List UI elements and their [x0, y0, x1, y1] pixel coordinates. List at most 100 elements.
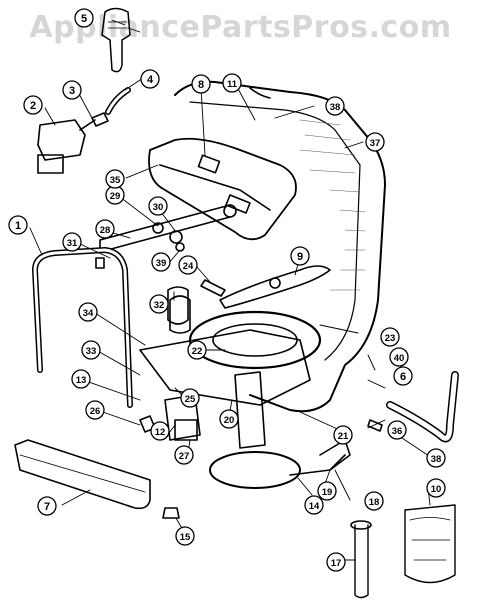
rail-end [223, 204, 237, 218]
callout-label: 6 [400, 371, 406, 383]
fitting-3 [91, 112, 109, 127]
callout-c8: 8 [191, 74, 211, 94]
callout-label: 13 [76, 375, 87, 386]
grommet-15 [162, 507, 180, 519]
callout-label: 26 [90, 406, 101, 417]
tub-texture [299, 119, 366, 291]
callout-circle [380, 327, 400, 347]
callout-circle [78, 302, 98, 322]
callout-c28: 28 [95, 219, 115, 239]
callout-c39: 39 [151, 252, 171, 272]
callout-circle [304, 495, 324, 515]
thermostat-24 [200, 279, 226, 297]
callout-c3: 3 [62, 80, 82, 100]
drain-trap [404, 504, 456, 584]
callout-c14: 14 [304, 495, 324, 515]
callout-label: 33 [86, 346, 97, 357]
callout-c37: 37 [365, 132, 385, 152]
callout-label: 18 [369, 497, 380, 508]
callout-c31: 31 [62, 232, 82, 252]
callout-circle [426, 478, 446, 498]
upper-bracket [148, 137, 297, 241]
callout-label: 15 [180, 532, 191, 543]
callout-label: 8 [198, 79, 204, 91]
callout-circle [150, 421, 170, 441]
callout-circle [364, 491, 384, 511]
callout-label: 25 [185, 394, 196, 405]
callout-label: 40 [394, 353, 405, 364]
callout-circle [23, 95, 43, 115]
callout-circle [62, 80, 82, 100]
callout-label: 37 [370, 138, 381, 149]
callout-c13: 13 [71, 369, 91, 389]
callout-label: 28 [100, 225, 111, 236]
water-valve [37, 119, 86, 161]
callout-c25: 25 [180, 388, 200, 408]
float-switch [169, 295, 191, 334]
callout-c30: 30 [148, 196, 168, 216]
callout-circle [187, 340, 207, 360]
callout-c2: 2 [23, 95, 43, 115]
callout-label: 2 [30, 100, 36, 112]
callout-c7: 7 [37, 496, 57, 516]
detergent-box [174, 419, 198, 441]
toe-panel [14, 439, 151, 510]
filter-tube [354, 524, 369, 599]
callout-c38b: 38 [426, 448, 446, 468]
callout-circle [95, 219, 115, 239]
wash-motor-32 [167, 286, 189, 325]
callout-circle [290, 246, 310, 266]
callout-label: 11 [227, 79, 238, 90]
valve-bracket [37, 154, 64, 174]
spray-arm [219, 265, 331, 309]
callout-label: 34 [83, 308, 94, 319]
callout-label: 19 [322, 487, 333, 498]
callout-c29: 29 [105, 185, 125, 205]
callout-c32: 32 [149, 294, 169, 314]
callout-label: 32 [154, 300, 165, 311]
valve-outlet [79, 119, 96, 131]
callout-label: 35 [110, 175, 121, 186]
callout-c33: 33 [81, 340, 101, 360]
callout-circle [333, 425, 353, 445]
callout-circle [317, 481, 337, 501]
callout-c18: 18 [364, 491, 384, 511]
callout-circle [140, 69, 160, 89]
callout-circle [151, 252, 171, 272]
washer-39 [175, 242, 185, 252]
callout-label: 7 [44, 501, 50, 513]
callout-circle [426, 448, 446, 468]
callout-label: 24 [183, 261, 194, 272]
callout-circle [148, 196, 168, 216]
callout-c38a: 38 [325, 96, 345, 116]
callout-label: 5 [81, 13, 87, 25]
callout-c5: 5 [74, 8, 94, 28]
callout-label: 23 [385, 333, 396, 344]
callout-circle [105, 169, 125, 189]
callout-circle [85, 400, 105, 420]
callout-c40: 40 [389, 347, 409, 367]
callout-layer: 1234567891011121314151718192021222324252… [8, 8, 446, 572]
callout-label: 3 [69, 85, 75, 97]
callout-circle [178, 255, 198, 275]
callout-circle [219, 409, 239, 429]
callout-c34: 34 [78, 302, 98, 322]
watermark-text: AppliancePartsPros.com [29, 10, 452, 45]
callout-c22: 22 [187, 340, 207, 360]
callout-label: 31 [67, 238, 78, 249]
callout-circle [81, 340, 101, 360]
callout-label: 22 [192, 346, 203, 357]
callout-circle [37, 496, 57, 516]
callout-c4: 4 [140, 69, 160, 89]
leader-lines [29, 19, 433, 561]
callout-label: 21 [338, 431, 349, 442]
sump-ring [188, 310, 322, 370]
callout-label: 36 [392, 426, 403, 437]
callout-label: 9 [297, 251, 303, 263]
callout-circle [191, 74, 211, 94]
callout-c35: 35 [105, 169, 125, 189]
callout-circle [326, 552, 346, 572]
callout-label: 30 [153, 202, 164, 213]
callout-c12: 12 [150, 421, 170, 441]
